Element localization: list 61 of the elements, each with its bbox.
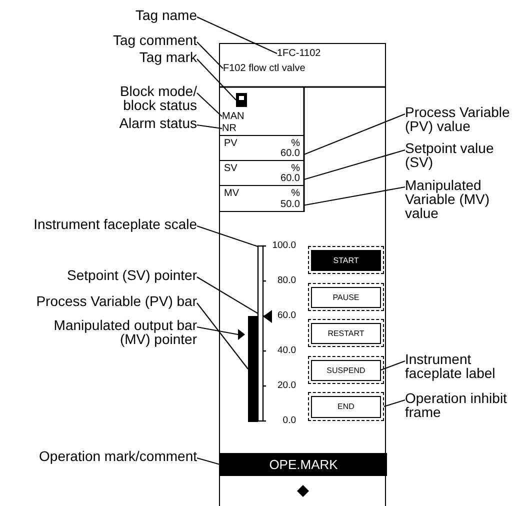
display-text: 60.0 xyxy=(280,148,300,159)
callout-label: Operation inhibit frame xyxy=(405,391,525,419)
display-text: 60.0 xyxy=(280,173,300,184)
display-text: MV xyxy=(224,188,239,199)
command-button: START xyxy=(311,250,381,270)
scale-value: 100.0 xyxy=(272,241,296,251)
command-button: SUSPEND xyxy=(311,360,381,380)
callout-label: Setpoint (SV) pointer xyxy=(20,268,197,282)
display-text: % xyxy=(291,188,300,199)
callout-label: Tag comment xyxy=(40,33,197,47)
leader-line xyxy=(196,326,238,336)
callout-label: Operation mark/comment xyxy=(6,449,197,463)
setpoint-pointer xyxy=(263,310,272,323)
faceplate-panel xyxy=(219,43,386,506)
leader-line xyxy=(196,58,236,100)
display-text: PV xyxy=(224,138,238,149)
scale-value: 0.0 xyxy=(282,416,296,426)
mark-band: OPE.MARK xyxy=(220,453,387,476)
display-text: % xyxy=(291,138,300,149)
scale xyxy=(258,241,296,426)
leader-line xyxy=(304,149,406,180)
leader-line xyxy=(304,186,406,206)
callout-label: Instrument faceplate scale xyxy=(6,217,197,231)
output-pointer xyxy=(238,329,245,340)
scale-value: 60.0 xyxy=(278,311,296,321)
leader-line xyxy=(304,113,406,156)
scale-value: 80.0 xyxy=(278,276,296,286)
leader-line xyxy=(196,16,278,54)
leader-line xyxy=(196,92,222,117)
display-text: F102 flow ctl valve xyxy=(223,63,306,74)
display-text: MAN xyxy=(222,111,244,122)
leader-line xyxy=(196,302,248,370)
leader-line xyxy=(196,42,224,69)
callout-label: Manipulated output bar (MV) pointer xyxy=(20,318,197,346)
callout-label: Manipulated Variable (MV) value xyxy=(405,178,525,220)
process-bar xyxy=(248,316,258,422)
command-button: END xyxy=(311,396,381,418)
callout-label: Tag name xyxy=(40,8,197,22)
display-text: 1FC-1102 xyxy=(277,48,321,59)
leader-line xyxy=(196,457,220,466)
display-text: NR xyxy=(222,123,236,134)
display-text: SV xyxy=(224,163,238,174)
leader-line xyxy=(384,399,406,408)
callout-label: Instrument faceplate label xyxy=(405,352,525,380)
callout-label: Alarm status xyxy=(40,116,197,130)
tag-mark-icon xyxy=(236,93,247,107)
callout-label: Process Variable (PV) bar xyxy=(6,294,197,308)
command-button: RESTART xyxy=(311,322,381,344)
command-button: PAUSE xyxy=(311,286,381,308)
callout-label: Tag mark xyxy=(40,50,197,64)
scale-value: 40.0 xyxy=(278,346,296,356)
callout-label: Process Variable (PV) value xyxy=(405,105,525,133)
leader-line xyxy=(196,124,222,130)
callout-label: Setpoint value (SV) xyxy=(405,141,525,169)
callout-label: Block mode/ block status xyxy=(100,84,197,112)
diamond-mark xyxy=(297,485,309,497)
scale-value: 20.0 xyxy=(278,381,296,391)
leader-line xyxy=(196,225,258,248)
display-text: % xyxy=(291,163,300,174)
leader-line xyxy=(380,360,406,371)
display-text: 50.0 xyxy=(280,199,300,210)
